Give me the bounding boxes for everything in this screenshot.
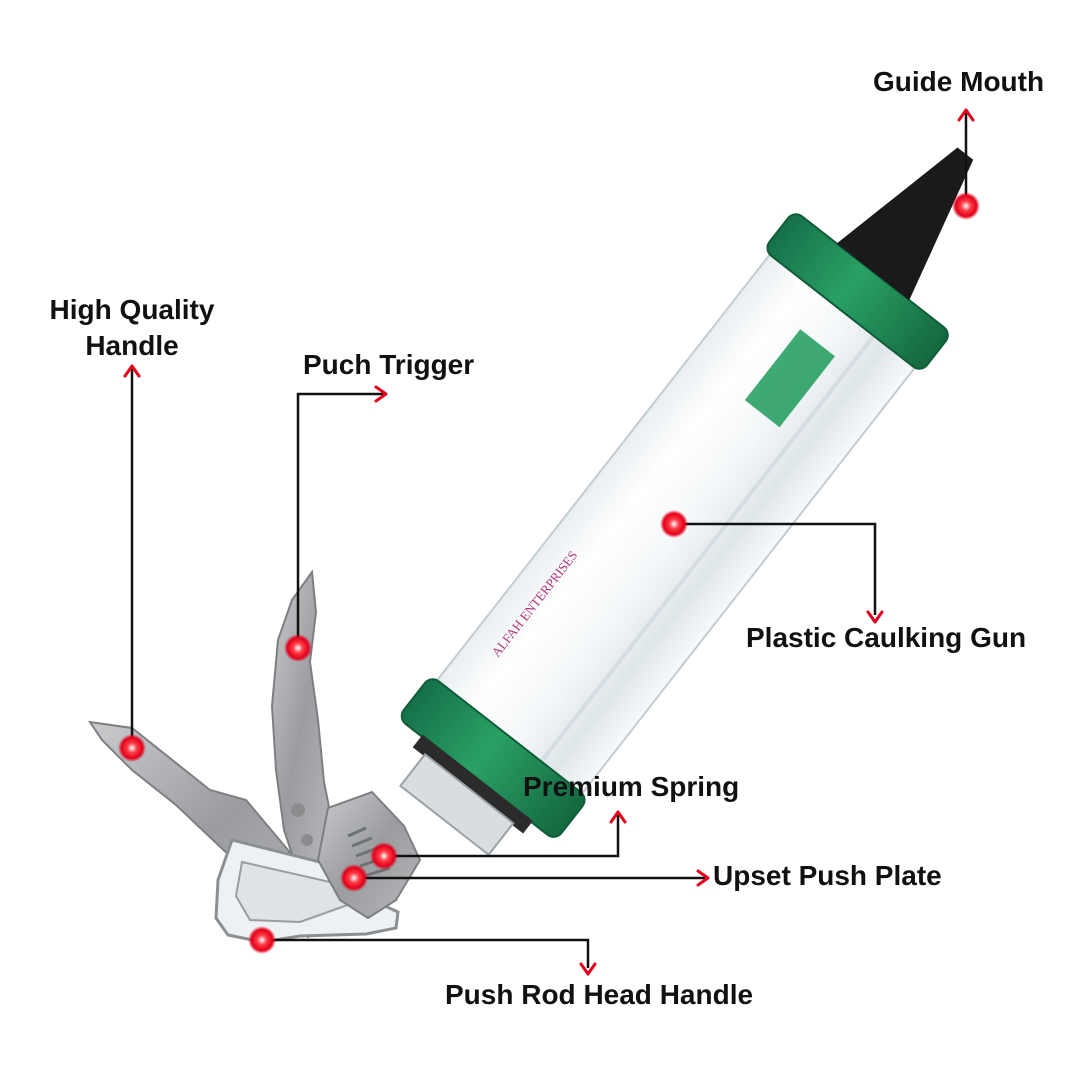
marker-spring — [370, 842, 398, 870]
label-high-quality-handle: High Quality Handle — [50, 292, 215, 364]
marker-handle — [118, 734, 146, 762]
arrow-rod — [579, 962, 597, 976]
callout-lines — [130, 112, 968, 968]
label-push-rod-head-handle: Push Rod Head Handle — [445, 979, 754, 1010]
marker-body — [660, 510, 688, 538]
label-guide-mouth: Guide Mouth — [873, 66, 1045, 97]
marker-guide-mouth — [952, 192, 980, 220]
nozzle — [836, 147, 974, 301]
label-upset-push-plate: Upset Push Plate — [713, 860, 942, 891]
label-handle-line2: Handle — [85, 330, 179, 361]
arrow-body — [866, 610, 884, 624]
arrow-handle — [123, 364, 141, 378]
label-handle-line1: High Quality — [49, 294, 215, 325]
marker-rod — [248, 926, 276, 954]
label-plastic-caulking-gun: Plastic Caulking Gun — [746, 622, 1027, 653]
callout-line-rod — [262, 938, 590, 968]
arrow-heads — [123, 108, 975, 976]
label-trigger: Puch Trigger — [303, 349, 475, 380]
marker-plate — [340, 864, 368, 892]
callout-line-body — [674, 522, 877, 615]
marker-trigger — [284, 634, 312, 662]
callout-line-trigger — [296, 392, 383, 648]
markers — [118, 192, 980, 954]
arrow-trigger — [374, 385, 388, 403]
arrow-guide-mouth — [957, 108, 975, 122]
label-premium-spring: Premium Spring — [523, 771, 740, 802]
arrow-spring — [609, 810, 627, 824]
caulking-gun-illustration: ALFAH ENTERPRISES — [87, 147, 974, 944]
callout-line-spring — [384, 814, 620, 858]
arrow-plate — [696, 869, 710, 887]
